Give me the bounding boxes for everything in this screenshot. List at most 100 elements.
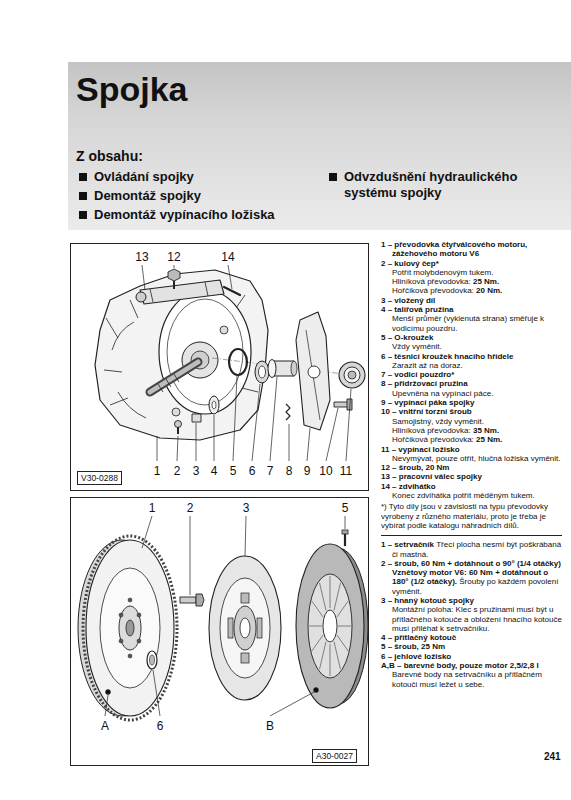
gearbox-drawing xyxy=(95,269,365,440)
part-heading: 6 – jehlové ložisko xyxy=(381,652,451,661)
legend-row: A,B – barevné body, pouze motor 2,5/2,8 … xyxy=(381,661,562,670)
bullet-square xyxy=(329,173,337,181)
part-note: Konec zdvihátka potřít měděným tukem. xyxy=(392,491,535,500)
page-number: 241 xyxy=(544,751,561,762)
legend-row: Menší průměr (vyklenutá strana) směřuje … xyxy=(381,314,562,333)
part-heading: 13 – pracovní válec spojky xyxy=(381,472,482,481)
figure-code: A30-0027 xyxy=(312,749,357,763)
callout-number: 13 xyxy=(135,250,148,264)
legend-row: 1 – převodovka čtyřválcového motoru, záž… xyxy=(381,240,562,259)
callout-number: 5 xyxy=(230,464,237,478)
legend-row: Upevněna na vypínací páce. xyxy=(381,389,562,398)
legend-row: 3 – vložený díl xyxy=(381,296,562,305)
part-note: 25 Nm. xyxy=(476,435,502,444)
legend-row: 3 – hnaný kotouč spojky xyxy=(381,596,562,605)
legend-row: Zarazit až na doraz. xyxy=(381,361,562,370)
part-heading: 4 – talířová pružina xyxy=(381,305,453,314)
part-heading: 3 – hnaný kotouč spojky xyxy=(381,596,474,605)
legend-row: Nevymývat, pouze otřít, hlučná ložiska v… xyxy=(381,454,562,463)
part-note: Hořčíková převodovka: xyxy=(392,286,474,295)
legend-row: 5 – šroub, 25 Nm xyxy=(381,642,562,651)
part-heading: 10 – vnitřní torzní šroub xyxy=(381,407,472,416)
contents-item: Demontáž spojky xyxy=(94,188,201,204)
part-heading: 1 – převodovka čtyřválcového motoru, záž… xyxy=(381,240,527,258)
legend-row: 11 – vypínací ložisko xyxy=(381,445,562,454)
callout-number: B xyxy=(266,719,274,733)
footnote: *) Tyto díly jsou v závislosti na typu p… xyxy=(381,502,548,530)
legend-row: Hořčíková převodovka:25 Nm. xyxy=(381,435,562,444)
part-note: Hliníková převodovka: xyxy=(392,426,471,435)
callout-number: 2 xyxy=(174,464,181,478)
callout-number: 1 xyxy=(149,501,156,515)
part-heading: 4 – přítlačný kotouč xyxy=(381,633,456,642)
figure-code: V30-0288 xyxy=(77,471,122,485)
legend-row: Potřít molybdenovým tukem. xyxy=(381,268,562,277)
part-heading: 14 – zdvihátko xyxy=(381,482,436,491)
part-heading: 5 – šroub, 25 Nm xyxy=(381,642,445,651)
callout-number: 7 xyxy=(267,464,274,478)
part-note: 25 Nm. xyxy=(473,277,499,286)
legend-row: 5 – O-kroužek xyxy=(381,333,562,342)
leader-lines xyxy=(142,265,351,461)
legend-row: 2 – kulový čep* xyxy=(381,259,562,268)
part-note: Barevné body na setrvačníku a přítlačném… xyxy=(392,670,542,688)
part-heading: 5 – O-kroužek xyxy=(381,333,433,342)
legend-row: 7 – vodicí pouzdro* xyxy=(381,370,562,379)
part-heading: 12 – šroub, 20 Nm xyxy=(381,463,449,472)
callout-number: 1 xyxy=(154,464,161,478)
part-note: Upevněna na vypínací páce. xyxy=(392,389,493,398)
part-heading: 1 – setrvačník xyxy=(381,540,434,549)
legend-row: 10 – vnitřní torzní šroub xyxy=(381,407,562,416)
part-note: 35 Nm. xyxy=(473,426,499,435)
contents-heading: Z obsahu: xyxy=(76,148,143,164)
legend-row: Hliníková převodovka:25 Nm. xyxy=(381,277,562,286)
figure-frame xyxy=(71,498,369,766)
legend-row: Samojistný, vždy vyměnit. xyxy=(381,417,562,426)
clutch-drawing xyxy=(78,530,368,720)
legend-row: Konec zdvihátka potřít měděným tukem. xyxy=(381,491,562,500)
legend-row: 9 – vypínací páka spojky xyxy=(381,398,562,407)
part-heading: 2 – kulový čep* xyxy=(381,259,439,268)
leader-lines xyxy=(105,516,345,716)
part-heading: 3 – vložený díl xyxy=(381,296,435,305)
callout-number: 2 xyxy=(187,501,194,515)
legend-row: Vždy vyměnit. xyxy=(381,342,562,351)
callout-number: 12 xyxy=(167,250,180,264)
legend-row: *) Tyto díly jsou v závislosti na typu p… xyxy=(381,502,562,530)
part-note: Hořčíková převodovka: xyxy=(392,435,474,444)
part-note: Zarazit až na doraz. xyxy=(392,361,463,370)
part-heading: 9 – vypínací páka spojky xyxy=(381,398,474,407)
figure-frame xyxy=(71,244,369,491)
callout-number: 3 xyxy=(243,501,250,515)
part-note: Vždy vyměnit. xyxy=(392,342,442,351)
legend-row: Montážní poloha: Klec s pružinami musí b… xyxy=(381,605,562,633)
callout-number: A xyxy=(101,719,109,733)
callout-number: 6 xyxy=(249,464,256,478)
legend-row: 12 – šroub, 20 Nm xyxy=(381,463,562,472)
part-heading: 11 – vypínací ložisko xyxy=(381,445,460,454)
bullet-square xyxy=(79,192,87,200)
part-note: Montážní poloha: Klec s pružinami musí b… xyxy=(392,605,562,633)
legend-row: 4 – talířová pružina xyxy=(381,305,562,314)
part-note: Menší průměr (vyklenutá strana) směřuje … xyxy=(392,314,544,332)
legend-row: 1 – setrvačníkTřecí plocha nesmí být poš… xyxy=(381,535,562,559)
part-note: 20 Nm. xyxy=(476,286,502,295)
legend-row: 14 – zdvihátko xyxy=(381,482,562,491)
part-heading: 6 – těsnicí kroužek hnacího hřídele xyxy=(381,352,514,361)
legend-row: Hořčíková převodovka:20 Nm. xyxy=(381,286,562,295)
part-heading: 2 – šroub, 60 Nm + dotáhnout o 90° (1/4 … xyxy=(381,559,561,568)
part-note: Hliníková převodovka: xyxy=(392,277,471,286)
callout-number: 11 xyxy=(340,464,352,478)
contents-item: Odvzdušnění hydraulického systému spojky xyxy=(344,169,564,201)
callout-number: 14 xyxy=(221,250,234,264)
legend-row: Barevné body na setrvačníku a přítlačném… xyxy=(381,670,562,689)
legend-row: 6 – jehlové ložisko xyxy=(381,652,562,661)
callout-number: 5 xyxy=(342,501,349,515)
legend-row: Vznětový motor V6: 60 Nm + dotáhnout o 1… xyxy=(381,568,562,596)
bullet-square xyxy=(79,173,87,181)
bullet-square xyxy=(79,211,87,219)
callout-number: 8 xyxy=(286,464,293,478)
callout-number: 10 xyxy=(319,464,332,478)
legend-row: 13 – pracovní válec spojky xyxy=(381,472,562,481)
callout-number: 4 xyxy=(211,464,218,478)
